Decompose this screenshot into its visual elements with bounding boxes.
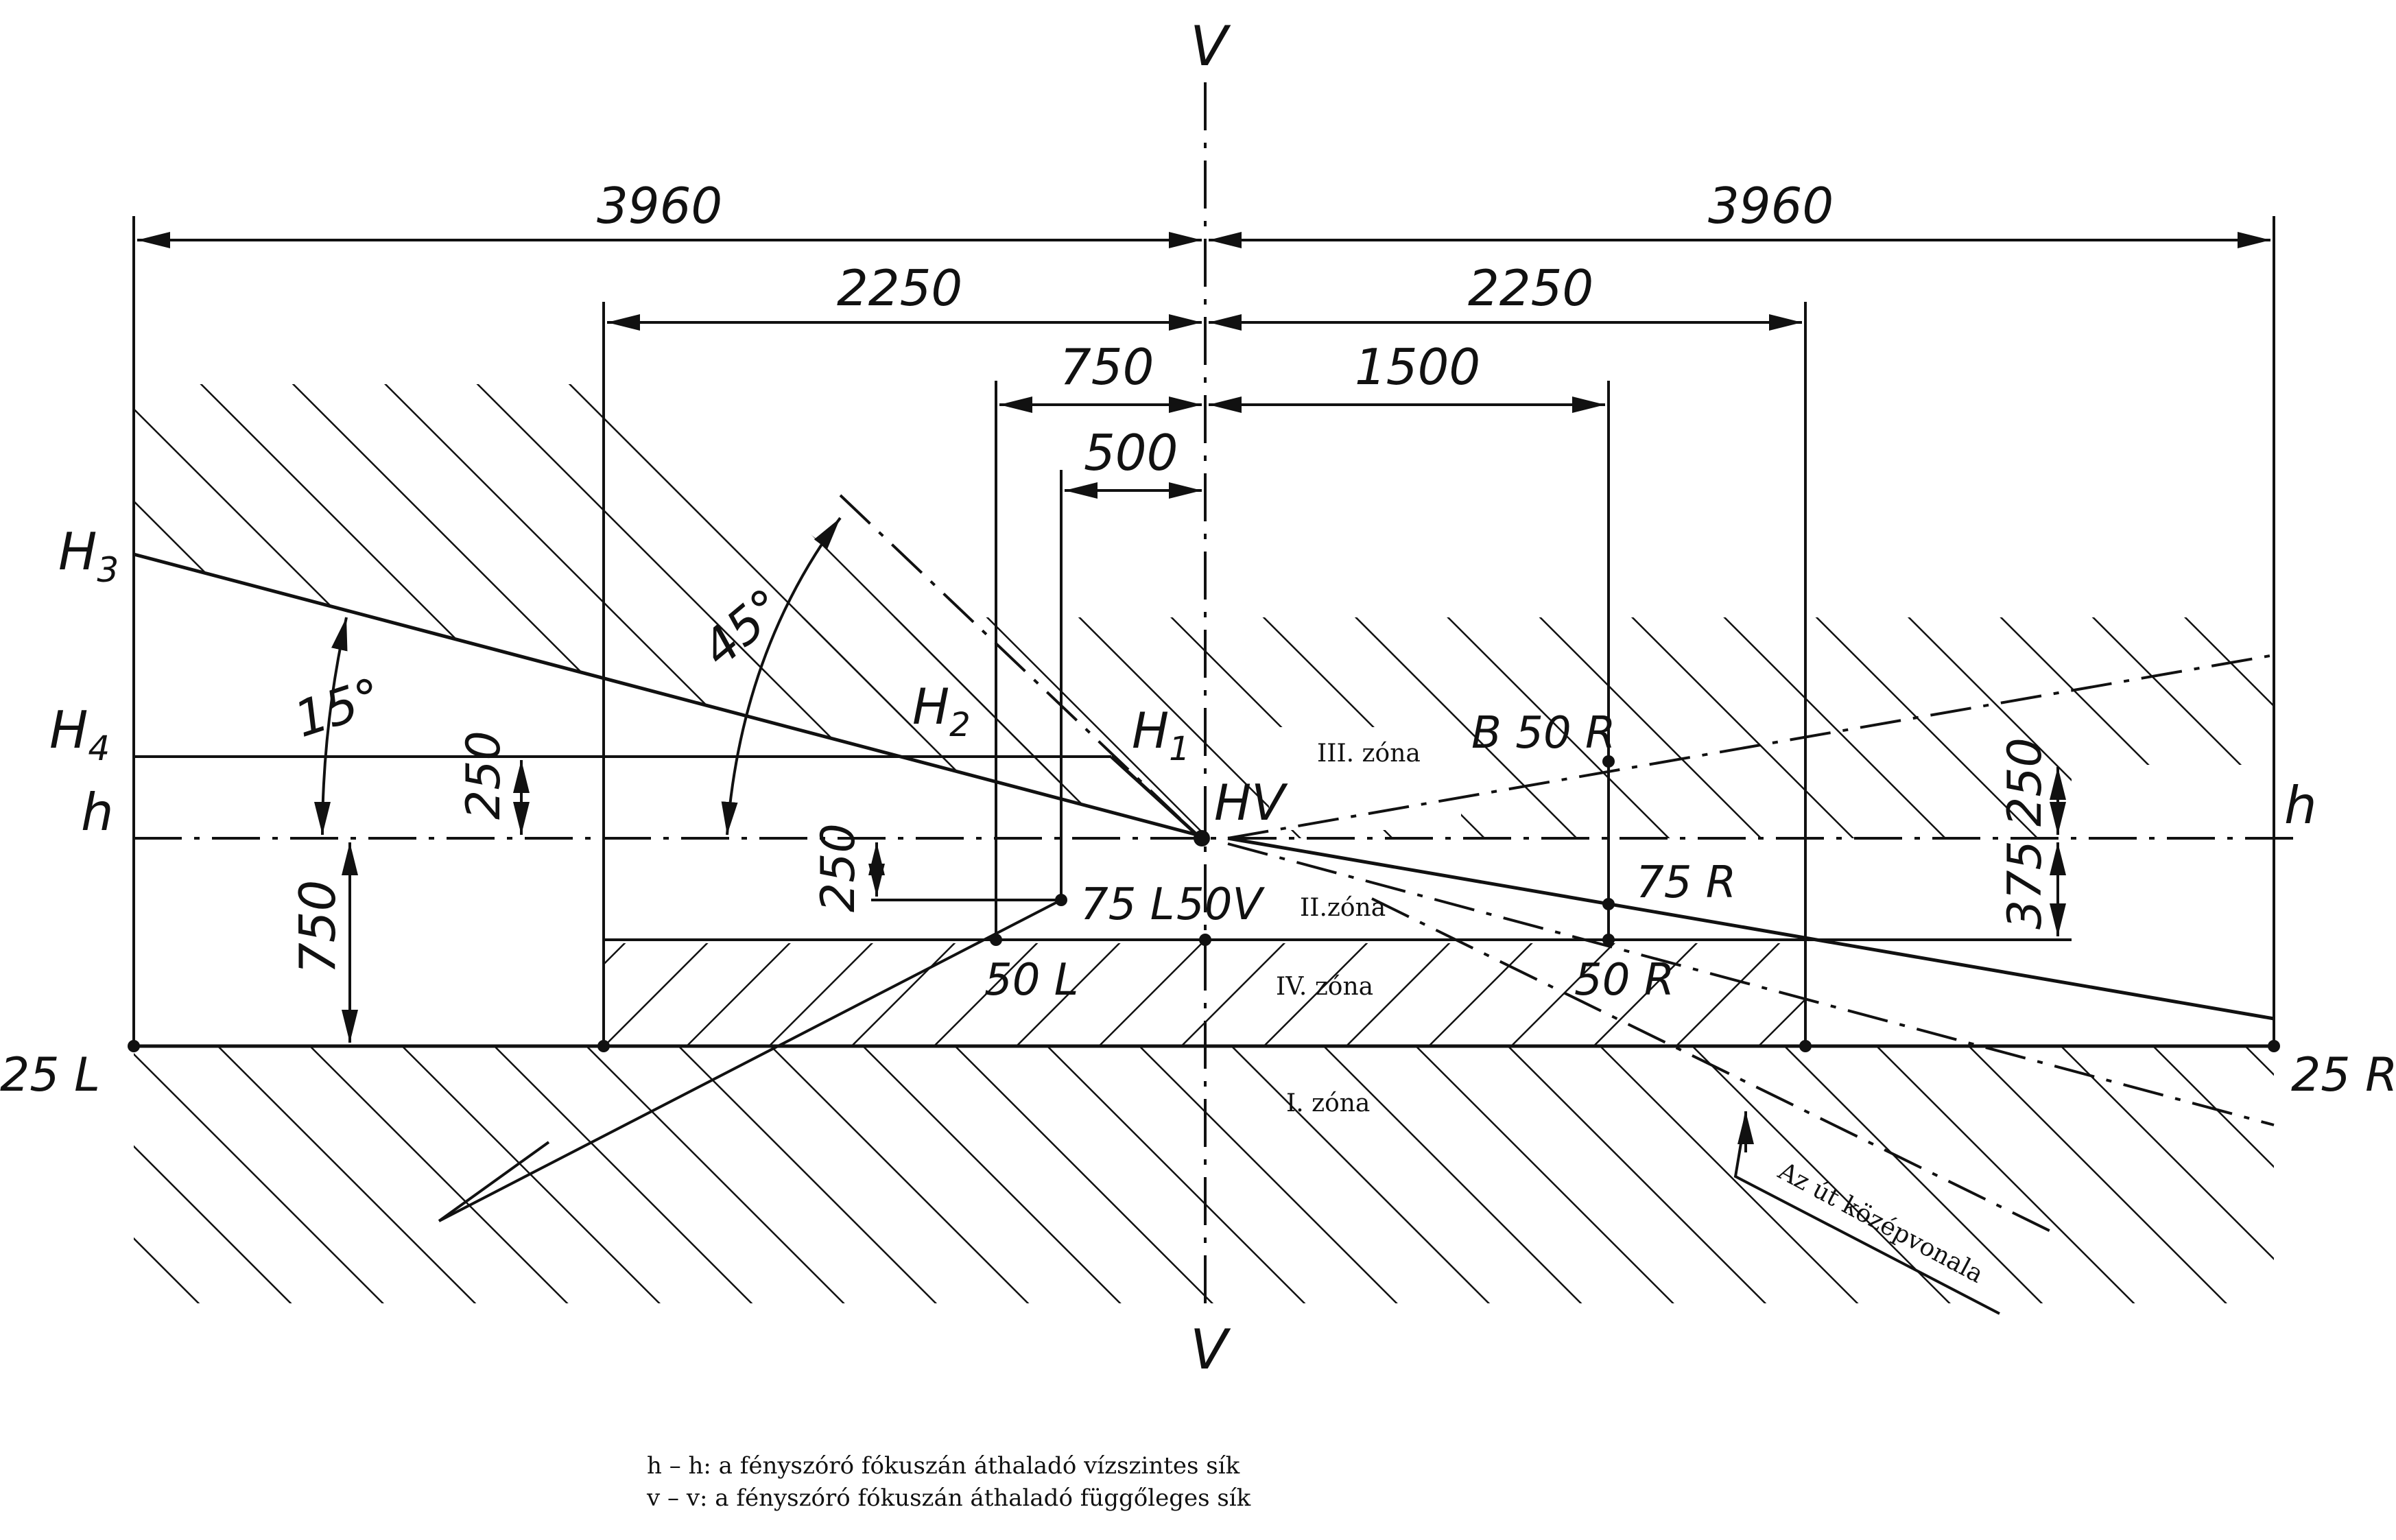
label-hv: HV — [1214, 774, 1288, 831]
point-75l — [1055, 894, 1067, 906]
label-75r: 75 R — [1636, 857, 1736, 908]
label-h3: H3 — [58, 521, 119, 590]
dim-250-right: 250 — [1998, 737, 2052, 827]
label-h1: H1 — [1132, 702, 1190, 768]
dim-1500: 1500 — [1355, 338, 1480, 396]
dim-500: 500 — [1084, 424, 1178, 482]
point-25r — [2268, 1040, 2280, 1052]
h-label-left: h — [81, 782, 114, 842]
zone-i-hatch — [134, 1046, 2274, 1303]
label-75l: 75 L — [1080, 879, 1174, 930]
v-label-bottom: V — [1190, 1318, 1231, 1382]
zone-iv-label: IV. zóna — [1276, 973, 1373, 1001]
zone-ii-label: II.zóna — [1300, 894, 1386, 922]
point-50r — [1602, 934, 1615, 946]
caption-line-1: h – h: a fényszóró fókuszán áthaladó víz… — [647, 1452, 1240, 1480]
label-25r: 25 R — [2291, 1048, 2396, 1102]
cutoff-15-line — [133, 552, 1198, 837]
label-50l: 50 L — [984, 955, 1078, 1006]
dimension-lines — [137, 232, 2270, 1043]
dim-250-mid: 250 — [811, 823, 866, 912]
point-25l — [128, 1040, 140, 1052]
zone-iii-label: III. zóna — [1317, 739, 1421, 768]
zone-iv-hatch — [604, 943, 1805, 1046]
dim-3960-left: 3960 — [597, 177, 722, 235]
point-50v — [1199, 934, 1211, 946]
caption-line-2: v – v: a fényszóró fókuszán áthaladó füg… — [646, 1484, 1251, 1512]
point-50l — [990, 934, 1002, 946]
point-hv — [1194, 830, 1210, 846]
dim-2250-left: 2250 — [837, 259, 962, 317]
dim-3960-right: 3960 — [1708, 177, 1834, 235]
point-75r — [1602, 898, 1615, 910]
zone-i-label: I. zóna — [1286, 1089, 1370, 1117]
measure-points — [128, 755, 2280, 1052]
dim-750-top: 750 — [1060, 338, 1154, 396]
angle-15: 15° — [287, 667, 388, 748]
dim-2250-right: 2250 — [1468, 259, 1593, 317]
dim-750-left: 750 — [289, 880, 346, 974]
label-25l: 25 L — [0, 1048, 100, 1102]
dim-375-right: 375 — [1998, 840, 2052, 929]
label-h2: H2 — [912, 678, 971, 744]
dim-250-left: 250 — [457, 731, 511, 820]
v-label-top: V — [1190, 14, 1231, 78]
label-h4: H4 — [49, 700, 110, 768]
point-b50r — [1602, 755, 1615, 768]
label-b50r: B 50 R — [1471, 708, 1616, 759]
label-50v: 50V — [1176, 879, 1265, 930]
label-50r: 50 R — [1574, 955, 1674, 1006]
h-label-right: h — [2284, 775, 2317, 836]
